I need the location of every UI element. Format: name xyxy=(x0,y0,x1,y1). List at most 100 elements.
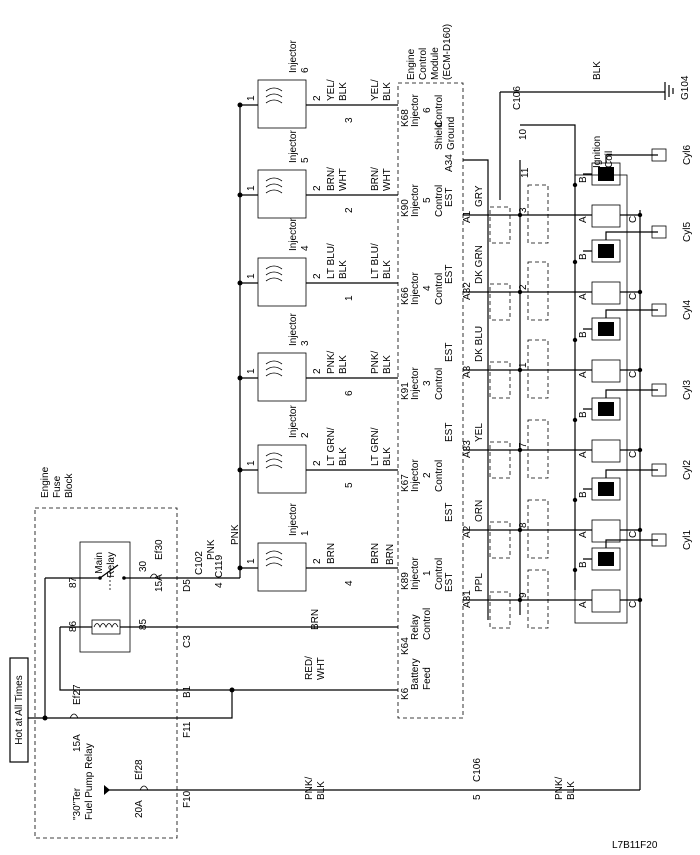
coil-pin-c: C xyxy=(628,371,639,378)
coil-secondary xyxy=(591,359,621,383)
injector-body xyxy=(257,444,307,494)
injector-body xyxy=(257,79,307,129)
injector-wire-color: BLK xyxy=(338,82,349,101)
coil-secondary xyxy=(591,281,621,305)
ecm-pin: K68 xyxy=(400,109,411,127)
injector-pin-1: 1 xyxy=(246,95,257,101)
coil-pin-a: A xyxy=(578,371,589,378)
ecm-wire-color: WHT xyxy=(382,168,393,191)
est-pin: A3 xyxy=(462,365,473,378)
coil-wire xyxy=(583,408,640,451)
svg-text:F11: F11 xyxy=(182,721,193,738)
svg-text:10: 10 xyxy=(518,128,529,140)
injector-connector-pin: 3 xyxy=(344,117,355,123)
fuse-ef28 xyxy=(139,785,149,791)
coil-secondary xyxy=(591,519,621,543)
coil-secondary xyxy=(591,204,621,228)
ecm-function: Control xyxy=(434,95,445,127)
injector-wire-color: LT GRN/ xyxy=(326,427,337,466)
fuse-block-outline xyxy=(34,507,178,839)
est-pin: A33 xyxy=(462,440,473,458)
svg-text:PNK: PNK xyxy=(230,524,241,545)
spark-plug xyxy=(651,533,667,547)
coil-pin-a: A xyxy=(578,216,589,223)
injector-wire-color: PNK/ xyxy=(326,350,337,374)
est-wire-color: ORN xyxy=(474,500,485,522)
figure-code: L7B11F20 xyxy=(612,840,658,851)
ecm-wire-color: BLK xyxy=(382,355,393,374)
coil-pin-c: C xyxy=(628,601,639,608)
ignition-coil-label: Ignition xyxy=(592,136,603,168)
ecm-function: 3 xyxy=(422,380,433,386)
ecm-pin: K89 xyxy=(400,572,411,590)
spark-plug xyxy=(651,303,667,317)
svg-text:Relay: Relay xyxy=(106,552,117,578)
ecm-wire-color: BRN/ xyxy=(370,167,381,191)
injector-wire-color: BLK xyxy=(338,447,349,466)
injector-wire-color: YEL/ xyxy=(326,79,337,101)
est-wire-color: DK GRN xyxy=(474,245,485,284)
svg-text:D5: D5 xyxy=(182,579,193,592)
spark-plug xyxy=(651,148,667,162)
ecm-function: 4 xyxy=(422,285,433,291)
coil-secondary xyxy=(591,589,621,613)
est-pin: A31 xyxy=(462,590,473,608)
ecm-wire-color: LT GRN/ xyxy=(370,427,381,466)
ecm-wire-color: BLK xyxy=(382,260,393,279)
ecm-wire-color: BRN xyxy=(370,543,381,564)
svg-text:A34: A34 xyxy=(444,154,455,172)
injector-connector-pin: 2 xyxy=(344,207,355,213)
injector-number: 5 xyxy=(300,157,311,163)
svg-text:4: 4 xyxy=(214,582,225,588)
svg-text:15A: 15A xyxy=(72,734,83,752)
est-pin: A32 xyxy=(462,282,473,300)
injector-pin-2: 2 xyxy=(312,558,323,564)
injector-pin-2: 2 xyxy=(312,185,323,191)
injector-pin-1: 1 xyxy=(246,185,257,191)
ecm-function: Control xyxy=(434,460,445,492)
injector-connector-pin: 5 xyxy=(344,482,355,488)
ecm-wire-color: BLK xyxy=(382,447,393,466)
ecm-function: 1 xyxy=(422,570,433,576)
ecm-wire-color: BLK xyxy=(382,82,393,101)
injector-label: Injector xyxy=(288,503,299,536)
coil-pin-a: A xyxy=(578,601,589,608)
coil-pin-b: B xyxy=(578,561,589,568)
cylinder-label: Cyl6 xyxy=(682,145,693,165)
injector-pin-2: 2 xyxy=(312,368,323,374)
est-wire-color: YEL xyxy=(474,423,485,442)
injector-number: 2 xyxy=(300,432,311,438)
hot-feed-wire xyxy=(28,578,60,719)
cylinder-label: Cyl4 xyxy=(682,300,693,320)
coil-pin-c: C xyxy=(628,451,639,458)
fuse-ef27 xyxy=(69,713,79,719)
svg-text:PNK: PNK xyxy=(206,539,217,560)
coil-core xyxy=(598,322,614,336)
injector-connector-pin: 6 xyxy=(344,390,355,396)
ecm-wire-color: YEL/ xyxy=(370,79,381,101)
ecm-function: Injector xyxy=(410,459,421,492)
coil-pin-b: B xyxy=(578,331,589,338)
ecm-function: Control xyxy=(434,558,445,590)
svg-text:PNK/: PNK/ xyxy=(554,776,565,800)
ecm-pin: K67 xyxy=(400,474,411,492)
coil-pin-a: A xyxy=(578,531,589,538)
main-relay xyxy=(79,541,131,653)
coil-core xyxy=(598,402,614,416)
coil-pin-c: C xyxy=(628,216,639,223)
est-label: EST xyxy=(444,265,455,284)
cylinder-label: Cyl5 xyxy=(682,222,693,242)
coil-wire xyxy=(583,250,640,293)
est-connector-pin: 9 xyxy=(518,592,529,598)
spark-lead xyxy=(605,389,658,398)
injector-coil xyxy=(265,452,283,469)
coil-core xyxy=(598,167,614,181)
coil-wire xyxy=(583,488,640,531)
injector-coil xyxy=(265,87,283,104)
svg-text:C106: C106 xyxy=(512,86,523,110)
svg-text:Shield: Shield xyxy=(434,122,445,150)
